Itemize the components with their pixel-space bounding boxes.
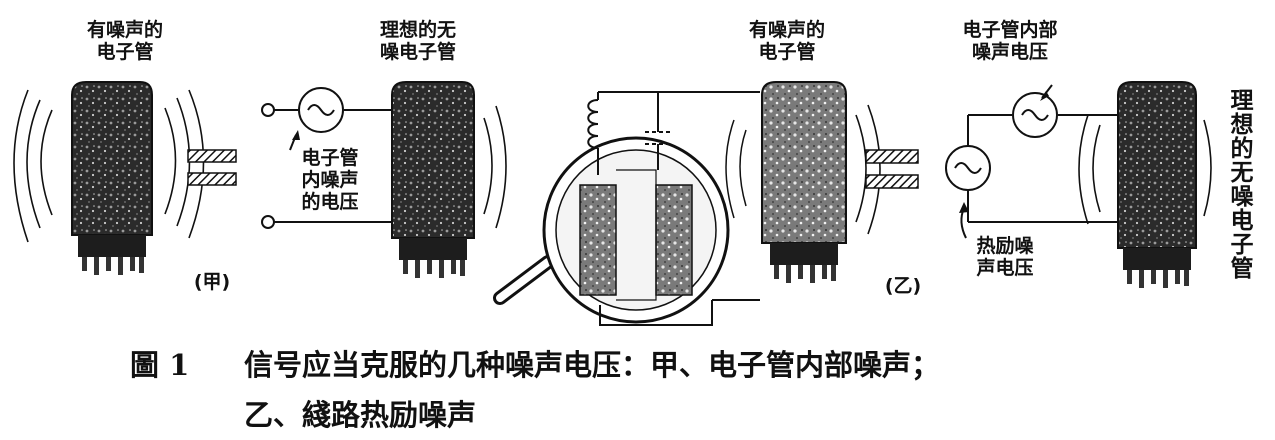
thermal-noise-label-b: 热励噪 声电压 xyxy=(955,235,1055,280)
shield-plate-bottom-a xyxy=(187,172,237,186)
thermal-noise-label-b-line1: 热励噪 xyxy=(976,235,1034,257)
noisy-tube-label-a-line1: 有噪声的 xyxy=(86,19,163,41)
caption-line-2: 乙、綫路热励噪声 xyxy=(244,398,477,432)
oscillator-coil-b xyxy=(587,91,760,175)
terminal-bottom-a xyxy=(261,215,275,229)
noisy-tube-label-b: 有噪声的 电子管 xyxy=(722,19,852,64)
internal-noise-label-a-line3: 的电压 xyxy=(301,190,359,213)
terminal-top-a xyxy=(261,103,275,117)
noise-waves-right-a xyxy=(164,89,205,239)
ideal-tube-b xyxy=(1117,81,1197,288)
ideal-tube-a xyxy=(391,81,475,278)
noisy-tube-label-a: 有噪声的 电子管 xyxy=(70,19,180,64)
internal-noise-label-a-line2: 内噪声 xyxy=(301,168,359,191)
dashed-capacitor-b xyxy=(645,92,672,170)
caption-line-1: 信号应当克服的几种噪声电压：甲、电子管内部噪声； xyxy=(244,348,941,382)
shield-plate-bottom-b xyxy=(865,174,919,189)
noise-waves-right-b xyxy=(855,104,881,235)
bottom-wire-b xyxy=(599,299,760,326)
noisy-tube-a xyxy=(71,81,153,275)
arrow-head-icon-a xyxy=(292,130,300,140)
internal-noise-label-a: 电子管 内噪声 的电压 xyxy=(275,147,385,214)
internal-noise-label-b: 电子管内部 噪声电压 xyxy=(940,19,1080,64)
ac-source-icon-a xyxy=(298,87,344,133)
noise-waves-left-b xyxy=(725,119,747,219)
noisy-tube-b xyxy=(761,81,847,283)
noise-waves-left-a xyxy=(13,89,53,243)
ideal-tube-label-b: 理想的无噪电子管 xyxy=(1226,88,1252,280)
thermal-noise-circuit-b xyxy=(967,114,1120,223)
shield-plate-top-b xyxy=(865,149,919,164)
noise-waves-ideal-a xyxy=(483,105,507,229)
ideal-tube-label-a: 理想的无 噪电子管 xyxy=(358,19,478,64)
magnifier-scope-b xyxy=(493,136,730,324)
panel-label-b: (乙) xyxy=(884,275,922,297)
noise-waves-ideal-b xyxy=(1078,114,1212,225)
ideal-tube-label-a-line1: 理想的无 xyxy=(379,19,456,41)
ac-source-icon-internal-b xyxy=(1012,92,1058,138)
arrow-head-icon-internal-b xyxy=(1040,91,1049,101)
internal-noise-label-b-line2: 噪声电压 xyxy=(971,40,1048,63)
noisy-tube-label-b-line1: 有噪声的 xyxy=(748,19,825,41)
ideal-tube-label-a-line2: 噪电子管 xyxy=(379,40,456,63)
arrow-head-icon-thermal-b xyxy=(959,202,969,213)
ac-source-icon-thermal-b xyxy=(945,145,991,191)
internal-noise-label-b-line1: 电子管内部 xyxy=(962,19,1058,41)
internal-noise-label-a-line1: 电子管 xyxy=(301,147,359,169)
panel-label-a: (甲) xyxy=(193,271,231,293)
figure-number: 圖 1 xyxy=(130,348,190,382)
thermal-noise-label-b-line2: 声电压 xyxy=(976,256,1034,279)
noisy-tube-label-a-line2: 电子管 xyxy=(96,40,154,63)
shield-plate-top-a xyxy=(187,149,237,163)
noisy-tube-label-b-line2: 电子管 xyxy=(758,40,816,63)
